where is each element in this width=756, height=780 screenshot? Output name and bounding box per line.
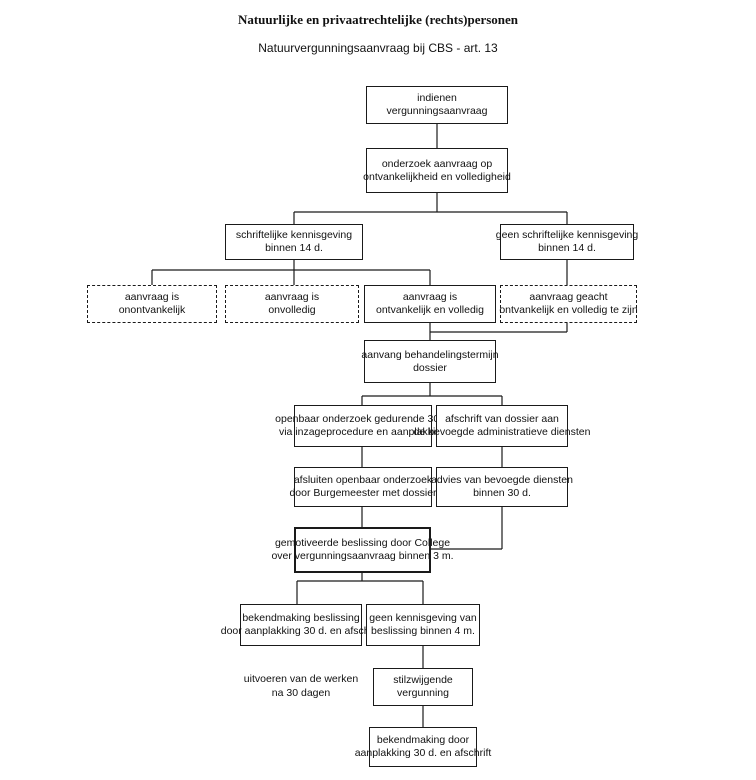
node-onvolledig-line-2: onvolledig: [268, 304, 316, 316]
node-openbaar-onderzoek-line-2: via inzageprocedure en aanplakking: [278, 426, 448, 438]
node-gemotiveerde-beslissing-line-2: over vergunningsaanvraag binnen 3 m.: [271, 550, 454, 562]
note-uitvoeren-werken: uitvoeren van de werken na 30 dagen: [240, 672, 362, 700]
node-ontvankelijk-line-1: aanvraag is: [402, 291, 458, 303]
node-geen-kennisgeving: geen kennisgeving van beslissing binnen …: [366, 604, 480, 646]
node-gemotiveerde-beslissing: gemotiveerde beslissing door College ove…: [271, 527, 454, 573]
node-ontvankelijk-line-2: ontvankelijk en volledig: [376, 304, 484, 316]
node-indienen-line-2: vergunningsaanvraag: [386, 105, 488, 117]
node-bekendmaking-beslissing: bekendmaking beslissing door aanplakking…: [221, 604, 381, 646]
note-uitvoeren-werken-line-1: uitvoeren van de werken: [243, 673, 359, 685]
node-schriftelijke-kennisgeving-line-1: schriftelijke kennisgeving: [235, 229, 353, 241]
node-onvolledig-line-1: aanvraag is: [264, 291, 320, 303]
node-bekendmaking-aanplakking: bekendmaking door aanplakking 30 d. en a…: [355, 727, 491, 767]
node-afschrift-dossier: afschrift van dossier aan de bevoegde ad…: [414, 405, 590, 447]
node-aanvang-behandeling: aanvang behandelingstermijn dossier: [361, 340, 499, 383]
node-geen-schriftelijke-kennisgeving-line-1: geen schriftelijke kennisgeving: [495, 229, 639, 241]
node-onontvankelijk: aanvraag is onontvankelijk: [87, 285, 217, 323]
diagram-subtitle: Natuurvergunningsaanvraag bij CBS - art.…: [258, 41, 498, 55]
node-geacht-ontvankelijk-line-1: aanvraag geacht: [529, 291, 608, 303]
node-schriftelijke-kennisgeving: schriftelijke kennisgeving binnen 14 d.: [225, 224, 363, 260]
node-advies-diensten: advies van bevoegde diensten binnen 30 d…: [431, 467, 573, 507]
node-onvolledig: aanvraag is onvolledig: [225, 285, 359, 323]
node-advies-diensten-line-1: advies van bevoegde diensten: [431, 474, 573, 486]
node-schriftelijke-kennisgeving-line-2: binnen 14 d.: [265, 242, 323, 254]
node-onderzoek: onderzoek aanvraag op ontvankelijkheid e…: [363, 148, 511, 193]
node-afsluiten-onderzoek-line-2: door Burgemeester met dossier: [289, 487, 437, 499]
note-uitvoeren-werken-line-2: na 30 dagen: [271, 687, 331, 699]
node-geen-kennisgeving-line-2: beslissing binnen 4 m.: [371, 625, 475, 637]
node-onontvankelijk-line-2: onontvankelijk: [118, 304, 186, 316]
node-indienen: indienen vergunningsaanvraag: [366, 86, 508, 124]
node-stilzwijgende-vergunning: stilzwijgende vergunning: [373, 668, 473, 706]
node-bekendmaking-beslissing-line-2: door aanplakking 30 d. en afschrift: [220, 625, 382, 637]
node-bekendmaking-beslissing-line-1: bekendmaking beslissing: [242, 612, 360, 624]
node-bekendmaking-aanplakking-line-1: bekendmaking door: [376, 734, 470, 746]
node-gemotiveerde-beslissing-line-1: gemotiveerde beslissing door College: [274, 537, 451, 549]
node-aanvang-behandeling-line-2: dossier: [413, 361, 447, 374]
node-onderzoek-line-1: onderzoek aanvraag op: [381, 157, 493, 170]
node-onontvankelijk-line-1: aanvraag is: [124, 291, 180, 303]
node-stilzwijgende-vergunning-line-2: vergunning: [397, 687, 449, 699]
node-onderzoek-line-2: ontvankelijkheid en volledigheid: [363, 170, 511, 183]
node-openbaar-onderzoek: openbaar onderzoek gedurende 30 d. via i…: [275, 405, 451, 447]
node-aanvang-behandeling-line-1: aanvang behandelingstermijn: [361, 348, 499, 361]
node-advies-diensten-line-2: binnen 30 d.: [473, 487, 531, 499]
node-ontvankelijk: aanvraag is ontvankelijk en volledig: [364, 285, 496, 323]
node-indienen-line-1: indienen: [417, 92, 457, 104]
diagram-title: Natuurlijke en privaatrechtelijke (recht…: [237, 12, 519, 27]
node-geacht-ontvankelijk-line-2: ontvankelijk en volledig te zijn: [499, 304, 638, 316]
node-geen-schriftelijke-kennisgeving-line-2: binnen 14 d.: [538, 242, 596, 254]
node-afsluiten-onderzoek: afsluiten openbaar onderzoek door Burgem…: [289, 467, 437, 507]
node-stilzwijgende-vergunning-line-1: stilzwijgende: [393, 674, 453, 686]
node-afschrift-dossier-line-2: de bevoegde administratieve diensten: [413, 426, 591, 438]
node-afschrift-dossier-line-1: afschrift van dossier aan: [445, 413, 559, 425]
node-geen-kennisgeving-line-1: geen kennisgeving van: [369, 612, 477, 624]
node-geen-schriftelijke-kennisgeving: geen schriftelijke kennisgeving binnen 1…: [496, 224, 638, 260]
node-afsluiten-onderzoek-line-1: afsluiten openbaar onderzoek: [293, 474, 433, 486]
node-openbaar-onderzoek-line-1: openbaar onderzoek gedurende 30 d.: [275, 413, 451, 425]
node-geacht-ontvankelijk: aanvraag geacht ontvankelijk en volledig…: [499, 285, 638, 323]
node-bekendmaking-aanplakking-line-2: aanplakking 30 d. en afschrift: [354, 747, 492, 759]
